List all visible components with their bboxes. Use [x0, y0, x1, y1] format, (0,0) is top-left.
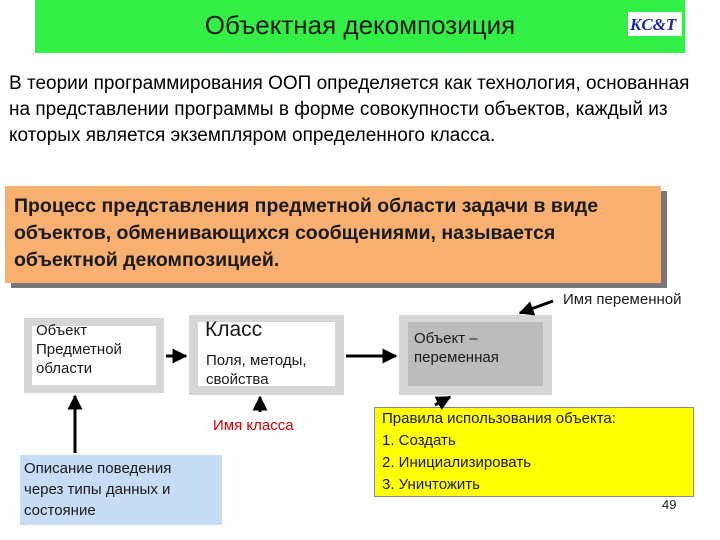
- subject-area-box-face: [32, 326, 156, 385]
- page-number: 49: [662, 497, 677, 512]
- behavior-line: Описание поведения: [24, 460, 172, 477]
- object-variable-text: Объект – переменная: [414, 329, 499, 367]
- subject-line: Предметной: [36, 341, 122, 358]
- behavior-box: [20, 455, 222, 525]
- subject-area-text: Объект Предметной области: [36, 321, 122, 378]
- kct-logo: KC&T: [628, 12, 682, 36]
- title-bar: Объектная декомпозиция: [35, 0, 685, 53]
- arrow-rules-to-object: [434, 395, 452, 410]
- subject-line: области: [36, 360, 93, 377]
- class-name-label: Имя класса: [213, 417, 294, 434]
- object-variable-box-face: [408, 322, 543, 386]
- rules-item: 1. Создать: [382, 432, 456, 449]
- svg-text:KC&T: KC&T: [629, 15, 677, 34]
- class-line: Поля, методы,: [206, 352, 307, 369]
- arrow-var-name-pointer: [518, 299, 554, 316]
- class-line: свойства: [206, 371, 269, 388]
- variable-name-label: Имя переменной: [563, 291, 682, 308]
- class-box: [189, 315, 344, 395]
- class-box-face: [198, 322, 335, 386]
- definition-text: Процесс представления предметной области…: [14, 195, 599, 271]
- rules-item: 3. Уничтожить: [382, 476, 480, 493]
- object-line: Объект –: [414, 330, 478, 347]
- rules-heading: Правила использования объекта:: [382, 410, 616, 427]
- definition-box: [5, 186, 661, 283]
- intro-paragraph: В теории программирования ООП определяет…: [9, 73, 690, 146]
- object-line: переменная: [414, 349, 499, 366]
- behavior-text: Описание поведения через типы данных и с…: [24, 458, 224, 521]
- rules-box: [374, 407, 694, 497]
- object-variable-box: [399, 315, 552, 395]
- behavior-line: состояние: [24, 502, 96, 519]
- rules-text: Правила использования объекта: 1. Создат…: [382, 408, 692, 496]
- subject-area-box: [24, 318, 164, 393]
- slide-title: Объектная декомпозиция: [204, 10, 516, 40]
- behavior-line: через типы данных и: [24, 481, 171, 498]
- class-heading: Класс: [205, 318, 263, 341]
- rules-item: 2. Инициализировать: [382, 454, 532, 471]
- subject-line: Объект: [36, 322, 88, 339]
- class-details: Поля, методы, свойства: [206, 351, 307, 389]
